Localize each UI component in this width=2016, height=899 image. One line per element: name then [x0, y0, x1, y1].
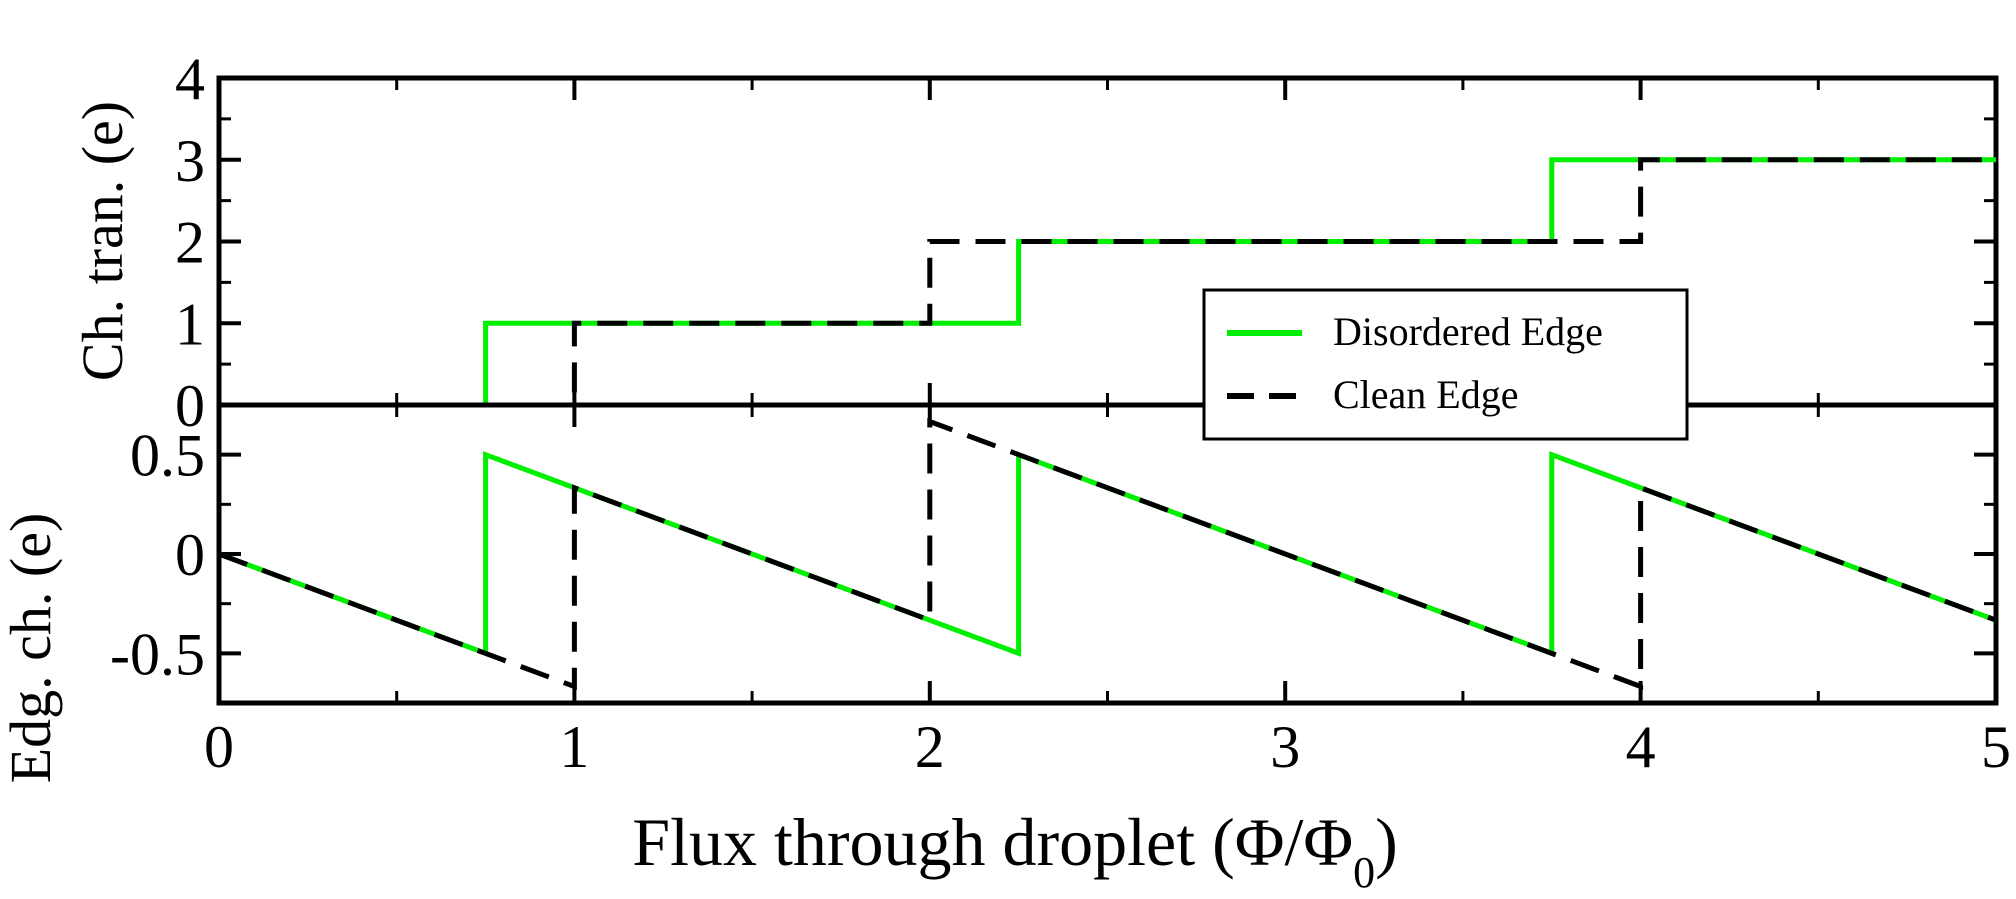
legend: Disordered Edge Clean Edge: [1202, 288, 1689, 441]
top-ytick-label-0: 0: [175, 373, 205, 439]
x-axis-label-main: Flux through droplet (Φ/Φ: [632, 804, 1353, 880]
top-series-clean-edge: [219, 157, 1996, 408]
x-axis-label-close: ): [1375, 804, 1398, 880]
xtick-label-4: 4: [1626, 714, 1656, 780]
bottom-panel: -0.5 0 0.5 0 1 2 3 4 5 Edg. ch. (e) Flux through…: [0, 402, 2011, 897]
top-ticks: 0 1 2 3 4: [175, 46, 1998, 439]
legend-label-disordered-edge: Disordered Edge: [1333, 309, 1603, 354]
legend-box: [1202, 288, 1689, 441]
top-ytick-label-4: 4: [175, 46, 205, 112]
legend-label-clean-edge: Clean Edge: [1333, 372, 1519, 417]
top-series: [219, 157, 1996, 408]
xtick-label-3: 3: [1270, 714, 1300, 780]
x-axis-label: Flux through droplet (Φ/Φ0): [632, 804, 1397, 897]
xtick-label-1: 1: [559, 714, 589, 780]
top-panel: 0 1 2 3 4 Ch. tran. (e): [70, 46, 1999, 439]
xtick-label-5: 5: [1981, 714, 2011, 780]
bottom-ytick-label-0-5: -0.5: [110, 621, 205, 687]
bottom-series-disordered-edge: [218, 451, 1997, 657]
bottom-ytick-label-0: 0: [175, 522, 205, 588]
bottom-series: [218, 417, 1997, 691]
xtick-label-0: 0: [204, 714, 234, 780]
top-ytick-label-3: 3: [175, 128, 205, 194]
top-ytick-label-1: 1: [175, 291, 205, 357]
top-ytick-label-2: 2: [175, 210, 205, 276]
xtick-label-2: 2: [915, 714, 945, 780]
bottom-ticks: -0.5 0 0.5 0 1 2 3 4 5: [110, 405, 2011, 780]
bottom-series-clean-edge: [218, 417, 1997, 691]
top-series-disordered-edge: [219, 157, 1996, 408]
bottom-y-axis-label: Edg. ch. (e): [0, 513, 63, 784]
top-y-axis-label: Ch. tran. (e): [70, 101, 135, 381]
x-axis-label-subscript: 0: [1353, 848, 1375, 897]
bottom-ytick-label-0-5: 0.5: [130, 423, 205, 489]
